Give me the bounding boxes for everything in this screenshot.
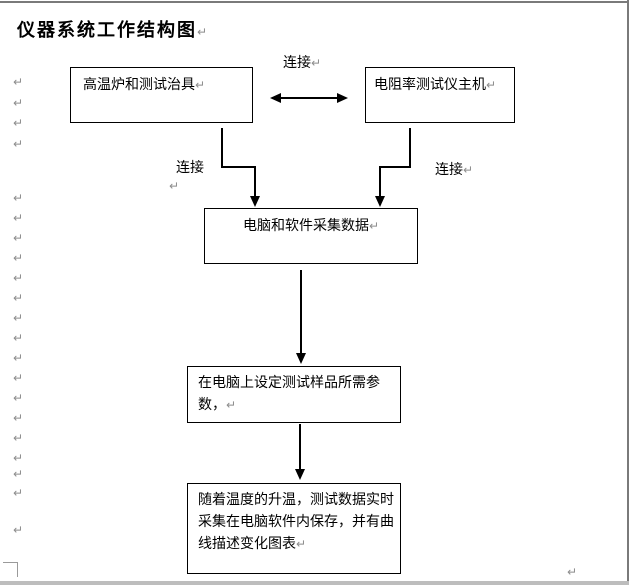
paragraph-mark: ↵ (13, 391, 24, 405)
connector-line (300, 270, 302, 355)
paragraph-mark: ↵ (13, 411, 24, 425)
paragraph-mark: ↵ (13, 331, 24, 345)
box-text: 电阻率测试仪主机 (374, 76, 486, 92)
paragraph-mark: ↵ (486, 78, 497, 92)
paragraph-mark: ↵ (296, 537, 307, 551)
paragraph-mark: ↵ (13, 431, 24, 445)
label-text: 连接 (283, 54, 311, 70)
paragraph-mark: ↵ (13, 96, 24, 110)
paragraph-mark: ↵ (13, 467, 24, 481)
paragraph-mark: ↵ (13, 451, 24, 465)
double-arrow-right-head (337, 93, 348, 103)
box-text: 随着温度的升温，测试数据实时 采集在电脑软件内保存，并有曲 线描述变化图表 (198, 491, 394, 551)
paragraph-mark: ↵ (13, 251, 24, 265)
double-arrow-line (279, 97, 339, 99)
paragraph-mark: ↵ (13, 371, 24, 385)
title-text: 仪器系统工作结构图 (17, 20, 197, 40)
label-text: 连接 (176, 159, 204, 175)
text-boundary-corner-mark (17, 562, 18, 577)
flowchart-box-realtime-save[interactable]: 随着温度的升温，测试数据实时 采集在电脑软件内保存，并有曲 线描述变化图表↵ (187, 483, 401, 574)
page-bottom-edge (0, 581, 629, 585)
paragraph-mark: ↵ (13, 311, 24, 325)
paragraph-mark: ↵ (13, 211, 24, 225)
paragraph-mark: ↵ (13, 191, 24, 205)
paragraph-mark: ↵ (13, 291, 24, 305)
paragraph-mark: ↵ (195, 78, 206, 92)
paragraph-mark: ↵ (13, 75, 24, 89)
page-title: 仪器系统工作结构图↵ (17, 16, 207, 42)
paragraph-mark: ↵ (13, 137, 24, 151)
box-text: 高温炉和测试治具 (83, 76, 195, 92)
connector-line (254, 166, 256, 198)
page-top-edge (0, 1, 629, 3)
flowchart-box-computer-collect[interactable]: 电脑和软件采集数据↵ (204, 208, 418, 264)
label-connect-left: 连接 (176, 157, 204, 177)
arrowhead-down (375, 196, 385, 207)
arrowhead-down (250, 196, 260, 207)
box-text: 电脑和软件采集数据 (242, 217, 369, 233)
paragraph-mark: ↵ (13, 351, 24, 365)
connector-line (379, 166, 411, 168)
text-boundary-corner-mark (3, 562, 18, 563)
paragraph-mark: ↵ (311, 56, 322, 70)
flowchart-box-set-parameters[interactable]: 在电脑上设定测试样品所需参 数，↵ (187, 366, 401, 423)
box-text: 在电脑上设定测试样品所需参 数， (198, 374, 380, 412)
connector-line (221, 166, 256, 168)
double-arrow-left-head (270, 93, 281, 103)
paragraph-mark: ↵ (226, 398, 237, 412)
paragraph-mark: ↵ (463, 163, 474, 177)
arrowhead-down (295, 469, 305, 480)
paragraph-mark: ↵ (567, 565, 578, 579)
paragraph-mark: ↵ (368, 219, 380, 233)
connector-line (221, 128, 223, 168)
label-connect-right: 连接↵ (435, 159, 473, 179)
paragraph-mark: ↵ (13, 523, 24, 537)
page-right-edge (627, 0, 629, 581)
paragraph-mark: ↵ (13, 271, 24, 285)
paragraph-mark: ↵ (13, 116, 24, 130)
flowchart-box-resistivity-host[interactable]: 电阻率测试仪主机↵ (365, 67, 515, 123)
connector-line (379, 166, 381, 198)
paragraph-mark: ↵ (197, 25, 208, 39)
flowchart-box-furnace-fixture[interactable]: 高温炉和测试治具↵ (70, 67, 253, 123)
connector-line (409, 128, 411, 168)
paragraph-mark: ↵ (13, 231, 24, 245)
label-connect-top: 连接↵ (283, 52, 321, 72)
label-text: 连接 (435, 161, 463, 177)
arrowhead-down (296, 353, 306, 364)
connector-line (299, 424, 301, 471)
paragraph-mark: ↵ (169, 179, 180, 193)
paragraph-mark: ↵ (13, 486, 24, 500)
